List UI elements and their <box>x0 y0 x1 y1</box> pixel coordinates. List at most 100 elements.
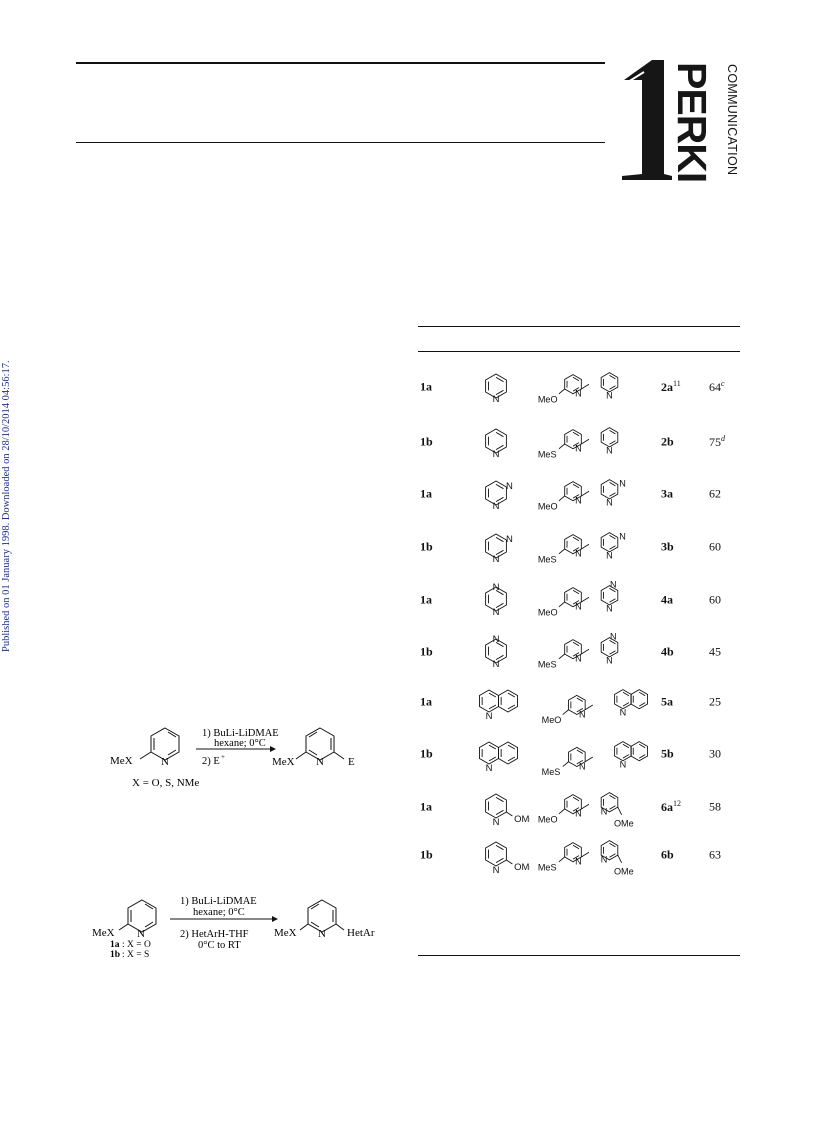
product-ring-b <box>600 479 619 500</box>
atom-n-label: N <box>579 709 586 719</box>
atom-n-label: N <box>493 501 500 512</box>
product-substituent: MeO <box>542 715 562 725</box>
scheme-2-label-1a-def: : X = O <box>122 940 151 950</box>
heteroarene-structure-svg: N <box>485 428 507 460</box>
product-structure: N MeO N <box>536 680 658 733</box>
product-ring-a <box>564 534 582 555</box>
atom-n-label: N <box>606 446 613 456</box>
reference-superscript: 12 <box>673 799 681 808</box>
table-top-rule <box>418 326 740 327</box>
atom-n-label: N <box>575 654 582 664</box>
scheme-2-step2: 2) HetArH-THF <box>180 929 249 940</box>
atom-n-label: N <box>606 551 613 561</box>
footnote-marker: c <box>721 379 725 388</box>
scheme-1-condition: X = O, S, NMe <box>132 777 199 789</box>
published-notice-link[interactable]: Published on 01 January 1998. Downloaded… <box>1 360 12 652</box>
table-row: 1aNOMeNMeONOMe6a1258 <box>418 785 741 829</box>
scheme-2-product-left: MeX <box>274 927 297 939</box>
heteroarene-structure: N <box>468 365 530 414</box>
logo-brand-name: PERKIN <box>669 62 715 184</box>
atom-n-label: N <box>493 582 500 593</box>
atom-n-label: N <box>506 534 513 545</box>
atom-n-label: N <box>619 478 626 488</box>
scheme-1-reactant-ring <box>139 727 180 761</box>
product-substituent: OMe <box>614 818 634 828</box>
yield-value: 58 <box>709 799 721 814</box>
yield-value: 64c <box>709 379 725 394</box>
scheme-2-step1b: hexane; 0°C <box>193 907 245 918</box>
yield-value: 60 <box>709 539 721 554</box>
starting-material-label: 1b <box>420 644 433 659</box>
product-label: 5b <box>661 746 674 761</box>
yield-value: 63 <box>709 847 721 862</box>
atom-n-label: N <box>575 857 582 867</box>
heteroarene-ring <box>485 533 507 559</box>
quinoline-ring-b <box>498 689 518 713</box>
scheme-2-reactant-label: MeX <box>92 927 115 939</box>
scheme-2-figure: MeX N 1a : X = O 1b : X = S 1) BuLi-LiDM… <box>92 896 375 960</box>
product-ring-c <box>630 689 648 710</box>
product-ring-a <box>564 374 582 395</box>
product-substituent: MeS <box>538 554 557 564</box>
product-substituent: MeO <box>538 607 558 617</box>
atom-n-label: N <box>575 496 582 506</box>
scheme-1-product-right: E <box>348 756 355 768</box>
atom-n-label: N <box>601 855 608 865</box>
starting-material-label: 1b <box>420 847 433 862</box>
atom-n-label: N <box>610 632 617 642</box>
scheme-1-step2: 2) E <box>202 756 220 767</box>
product-label: 6b <box>661 847 674 862</box>
atom-n-label: N <box>493 607 500 618</box>
product-label: 6a12 <box>661 799 681 814</box>
scheme-2-step1: 1) BuLi-LiDMAE <box>180 896 257 907</box>
product-ring-b <box>600 637 619 658</box>
heteroarene-ring <box>485 373 507 399</box>
scheme-2-label-1b-def: : X = S <box>122 950 149 960</box>
atom-n-label: N <box>575 444 582 454</box>
product-label: 2b <box>661 434 674 449</box>
starting-material-label: 1b <box>420 746 433 761</box>
atom-n-label: N <box>601 807 608 817</box>
atom-n-label: N <box>575 602 582 612</box>
scheme-2-step2b: 0°C to RT <box>198 940 241 951</box>
product-ring-b <box>600 532 619 553</box>
product-ring-b <box>600 372 619 393</box>
product-ring-b <box>614 689 632 710</box>
atom-n-label: N <box>610 580 617 590</box>
product-ring-a <box>564 842 582 863</box>
product-substituent: MeO <box>538 814 558 824</box>
product-substituent: MeO <box>538 394 558 404</box>
product-substituent: MeS <box>538 449 557 459</box>
atom-n-label: N <box>493 865 500 876</box>
product-ring-a <box>564 481 582 502</box>
product-substituent: MeS <box>538 862 557 872</box>
footnote-marker: d <box>721 434 725 443</box>
atom-ome-label: OMe <box>514 814 530 825</box>
product-label: 4b <box>661 644 674 659</box>
product-ring-a <box>564 587 582 608</box>
atom-n-label: N <box>620 708 627 718</box>
product-ring-a <box>564 794 582 815</box>
atom-n-label: N <box>619 531 626 541</box>
product-ring-b <box>614 741 632 762</box>
